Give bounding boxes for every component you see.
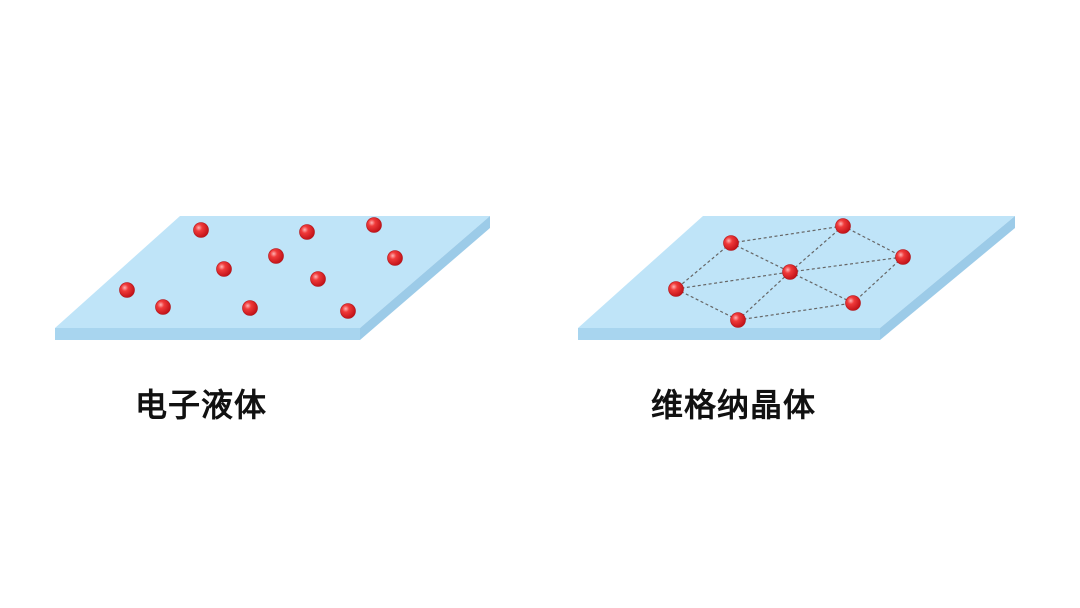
electron-particle xyxy=(782,264,798,280)
lattice-bond xyxy=(675,271,791,290)
lattice-bond xyxy=(730,225,844,244)
caption-electron-liquid: 电子液体 xyxy=(135,386,268,424)
caption-wigner-crystal: 维格纳晶体 xyxy=(651,386,817,424)
electron-particle xyxy=(730,312,746,328)
electron-particles-crystal xyxy=(668,218,911,328)
electron-particle xyxy=(845,295,861,311)
electron-particle xyxy=(216,261,232,277)
electron-particle xyxy=(340,303,356,319)
plate-top xyxy=(55,216,490,328)
electron-particle xyxy=(366,217,382,233)
plate-side-edge xyxy=(880,216,1015,340)
electron-particle xyxy=(723,235,739,251)
lattice-bond xyxy=(675,288,739,321)
lattice-bond xyxy=(842,225,904,258)
electron-particle xyxy=(310,271,326,287)
wigner-lattice-lines xyxy=(675,225,904,321)
electron-particle xyxy=(668,281,684,297)
electron-particle xyxy=(387,250,403,266)
electron-particle xyxy=(268,248,284,264)
plate-front-edge xyxy=(578,328,880,340)
electron-particle xyxy=(895,249,911,265)
electron-particle xyxy=(193,222,209,238)
lattice-bond xyxy=(789,271,854,304)
plate-side-edge xyxy=(360,216,490,340)
electron-particle xyxy=(299,224,315,240)
electron-particle xyxy=(155,299,171,315)
lattice-bond xyxy=(852,256,904,304)
lattice-bond xyxy=(737,271,791,321)
electron-particles-liquid xyxy=(119,217,403,319)
plate-electron-liquid xyxy=(55,216,490,340)
electron-particle xyxy=(119,282,135,298)
electron-particle xyxy=(835,218,851,234)
plate-wigner-crystal xyxy=(578,216,1015,340)
lattice-bond xyxy=(737,302,854,321)
plate-front-edge xyxy=(55,328,360,340)
lattice-bond xyxy=(675,242,732,290)
lattice-bond xyxy=(789,256,904,273)
electron-particle xyxy=(242,300,258,316)
lattice-bond xyxy=(789,225,844,273)
